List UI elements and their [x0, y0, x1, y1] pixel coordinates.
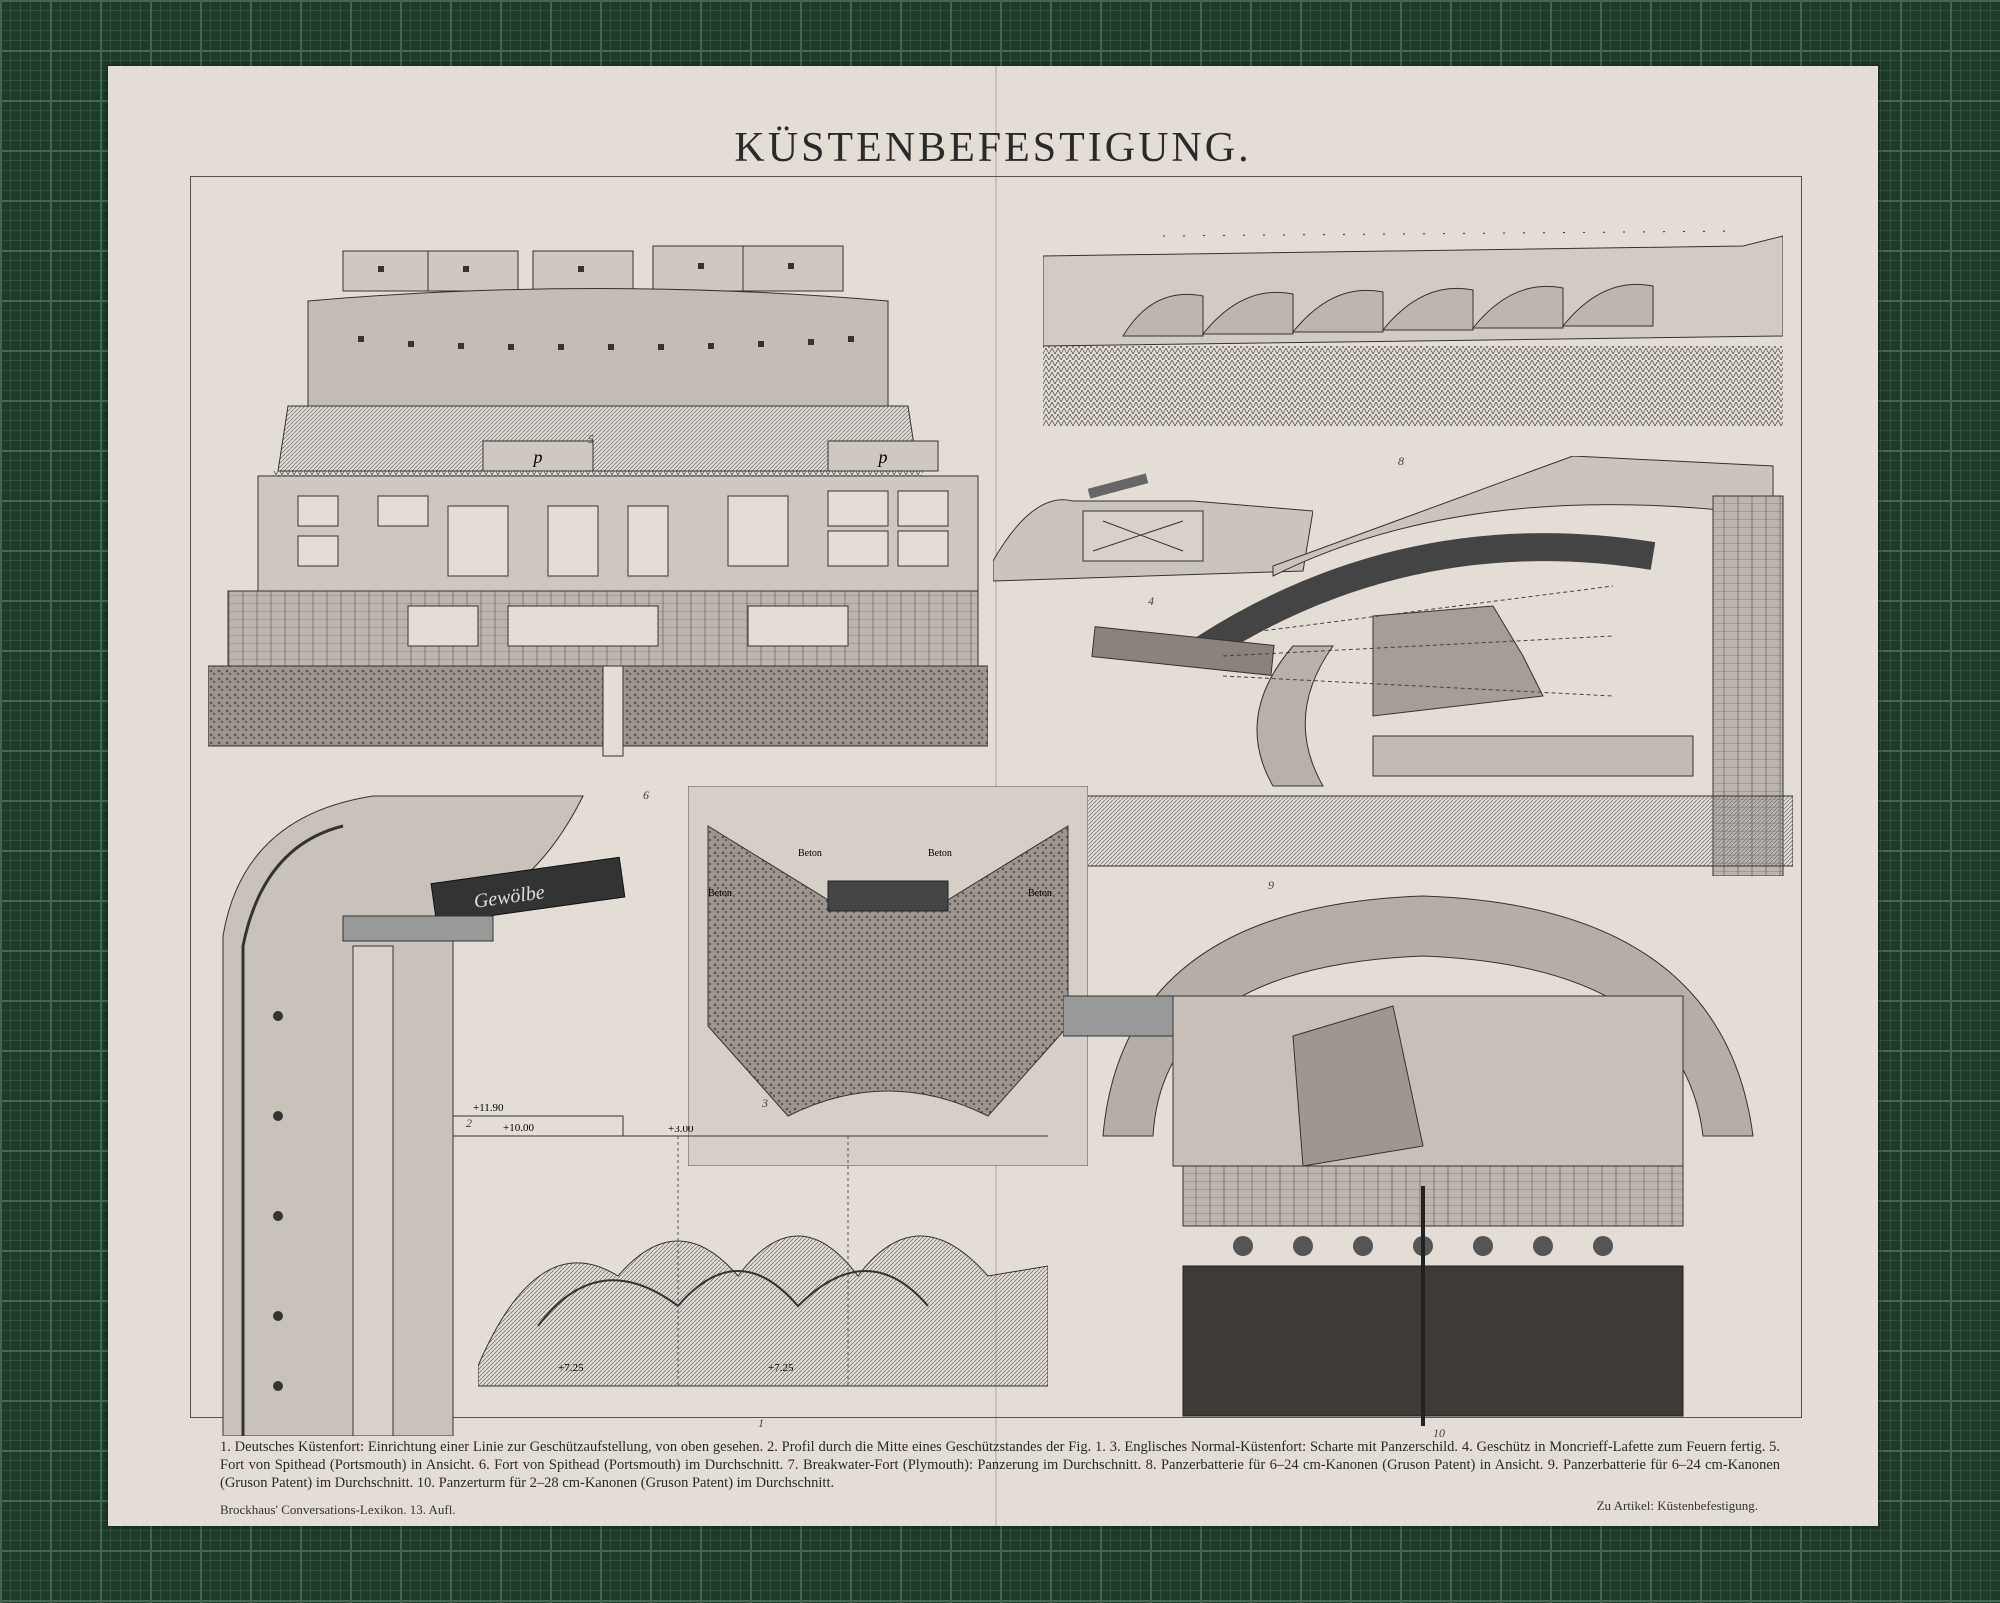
label-beton-4: Beton: [1028, 888, 1052, 899]
label-beton-2: Beton: [928, 848, 952, 859]
fig-num-8: 8: [1398, 454, 1404, 468]
page-title: KÜSTENBEFESTIGUNG.: [734, 125, 1252, 171]
footer-source: Brockhaus' Conversations-Lexikon. 13. Au…: [220, 1502, 456, 1517]
label-3-00: +3.00: [668, 1126, 694, 1135]
figure-caption: 1. Deutsches Küstenfort: Einrichtung ein…: [220, 1439, 1780, 1491]
figure-2-profile: Gewölbe +11.90 +10.00: [203, 786, 633, 1436]
fig-num-9: 9: [1268, 878, 1274, 892]
fig-num-10: 10: [1433, 1426, 1445, 1440]
engraving-sheet: KÜSTENBEFESTIGUNG.: [108, 66, 1878, 1526]
fig-num-6: 6: [643, 788, 649, 802]
fig-num-5: 5: [588, 432, 594, 446]
figure-3-embrasure: Beton Beton Beton Beton: [688, 786, 1088, 1166]
figure-8-battery-view: [1043, 216, 1783, 426]
footer-article: Zu Artikel: Küstenbefestigung.: [1596, 1498, 1758, 1513]
fig-num-3: 3: [762, 1096, 768, 1110]
label-11-90: +11.90: [473, 1102, 504, 1114]
label-7-25-a: +7.25: [558, 1362, 584, 1374]
figure-1-plan: +3.00 +7.25 +7.25: [478, 1126, 1048, 1416]
label-7-25-b: +7.25: [768, 1362, 794, 1374]
figure-6-fort-section: p p: [208, 436, 988, 766]
figure-4-moncrieff: [993, 451, 1313, 591]
illustration-frame: [190, 176, 1802, 1418]
fig-num-1: 1: [758, 1416, 764, 1430]
figure-9-battery-section: [1073, 456, 1793, 876]
label-beton-1: Beton: [798, 848, 822, 859]
label-p-2: p: [877, 447, 888, 467]
label-beton-3: Beton: [708, 888, 732, 899]
fig-num-2: 2: [466, 1116, 472, 1130]
fig-num-4: 4: [1148, 594, 1154, 608]
label-10-00: +10.00: [503, 1122, 534, 1134]
figure-10-turret-section: [1063, 886, 1793, 1426]
label-p-1: p: [532, 447, 543, 467]
